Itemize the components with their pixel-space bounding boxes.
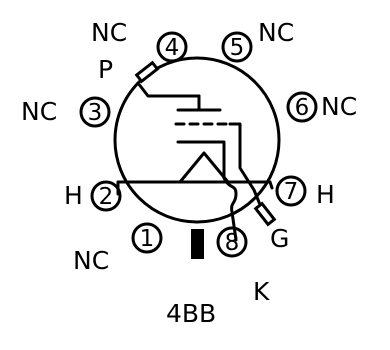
- plate-electrode: [136, 81, 222, 112]
- pin-6-label: NC: [321, 92, 357, 121]
- plate-lead-mark: [134, 60, 160, 84]
- heater-filament: [116, 151, 272, 184]
- tube-envelope: [113, 56, 281, 224]
- base-code: 4BB: [166, 299, 216, 328]
- pin-7-number: 7: [284, 179, 299, 205]
- heater-lead-right: [268, 180, 274, 190]
- pin-2: 2: [90, 180, 122, 212]
- pin-8-number: 8: [225, 230, 240, 256]
- pin-8: 8: [216, 226, 248, 258]
- pin-4-label: NC: [91, 18, 127, 47]
- grid-label: G: [270, 224, 289, 253]
- pin-4: 4: [156, 31, 188, 63]
- cathode-electrode: [176, 140, 238, 242]
- pin-7: 7: [275, 175, 307, 207]
- base-key: [191, 229, 204, 259]
- pin-6-number: 6: [295, 95, 310, 121]
- pin-3-number: 3: [88, 100, 103, 126]
- pin-1-number: 1: [140, 226, 155, 252]
- pin-1: 1: [131, 222, 163, 254]
- pin-5: 5: [221, 31, 253, 63]
- pin-6: 6: [286, 91, 318, 123]
- grid-lead-mark: [253, 201, 277, 227]
- grid-electrode: [174, 122, 265, 214]
- pin-8-label: K: [253, 277, 270, 306]
- pin-4-number: 4: [165, 35, 180, 61]
- pin-3: 3: [79, 96, 111, 128]
- plate-label: P: [98, 55, 113, 84]
- pin-1-label: NC: [73, 246, 109, 275]
- pin-7-label: H: [316, 180, 335, 209]
- pin-2-label: H: [64, 181, 83, 210]
- pin-2-number: 2: [99, 184, 114, 210]
- pin-3-label: NC: [21, 97, 57, 126]
- pin-5-label: NC: [258, 18, 294, 47]
- pin-5-number: 5: [230, 35, 245, 61]
